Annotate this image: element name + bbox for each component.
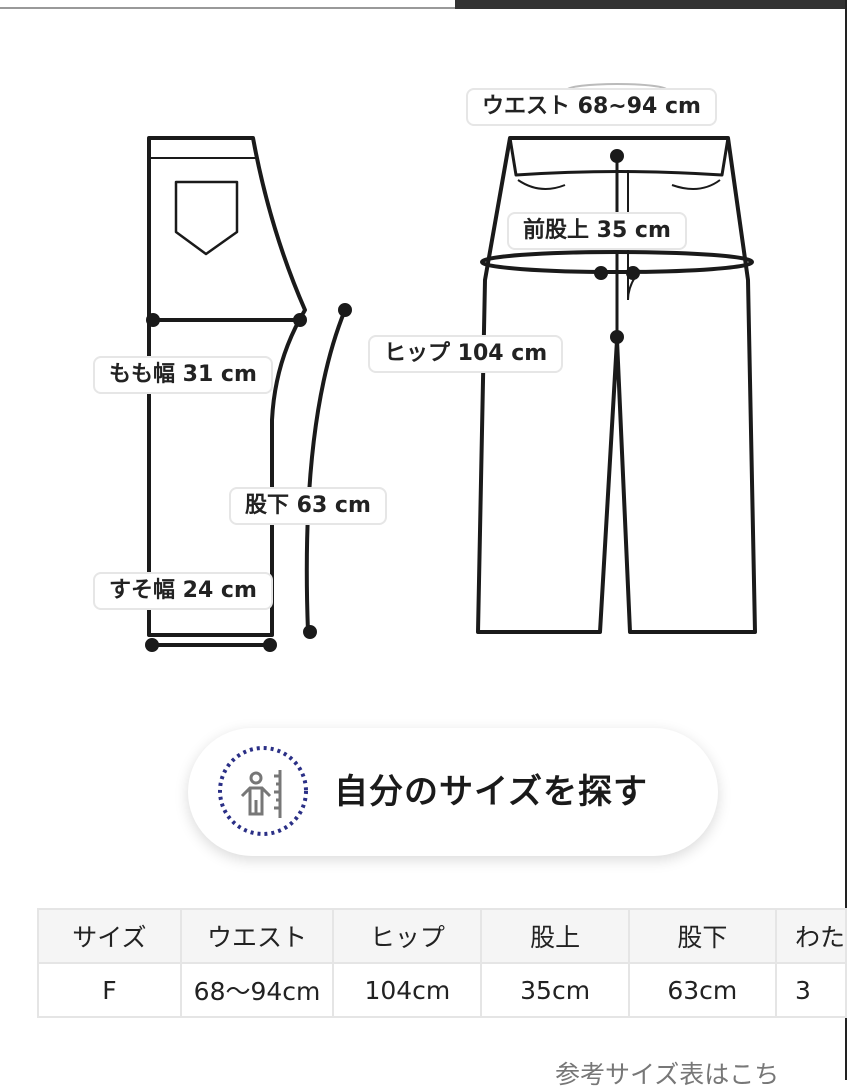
inseam-label: 股下 63 cm: [229, 487, 387, 525]
header-inseam: 股下: [627, 908, 777, 964]
cell-thigh: 3: [774, 962, 847, 1018]
pants-front-view: [476, 83, 757, 634]
cell-rise: 35cm: [480, 962, 630, 1018]
header-rise: 股上: [480, 908, 630, 964]
table-header-row: サイズ ウエスト ヒップ 股上 股下 わた: [37, 908, 847, 964]
table-row: F 68〜94cm 104cm 35cm 63cm 3: [37, 962, 847, 1018]
scroll-progress-track: [0, 7, 455, 9]
front-rise-label: 前股上 35 cm: [507, 212, 687, 250]
header-size: サイズ: [37, 908, 182, 964]
pants-measurement-diagram: [145, 83, 757, 652]
cell-inseam: 63cm: [627, 962, 777, 1018]
size-chart-link[interactable]: 参考サイズ表はこち: [555, 1060, 780, 1089]
hip-label: ヒップ 104 cm: [368, 335, 564, 373]
cell-size: F: [37, 962, 182, 1018]
find-my-size-label: 自分のサイズを探す: [334, 772, 648, 812]
header-thigh: わた: [774, 908, 847, 964]
pants-side-view: [145, 136, 352, 652]
body-measure-icon: [218, 746, 308, 836]
hem-width-label: すそ幅 24 cm: [93, 572, 273, 610]
size-table: サイズ ウエスト ヒップ 股上 股下 わた F 68〜94cm 104cm 35…: [37, 908, 847, 1018]
waist-label: ウエスト 68~94 cm: [466, 88, 717, 126]
cell-waist: 68〜94cm: [179, 962, 335, 1018]
edge-divider: [845, 0, 847, 1080]
top-bar: [455, 0, 847, 9]
thigh-width-label: もも幅 31 cm: [93, 356, 273, 394]
header-waist: ウエスト: [179, 908, 335, 964]
header-hip: ヒップ: [332, 908, 483, 964]
cell-hip: 104cm: [332, 962, 483, 1018]
find-my-size-button[interactable]: 自分のサイズを探す: [188, 728, 718, 856]
